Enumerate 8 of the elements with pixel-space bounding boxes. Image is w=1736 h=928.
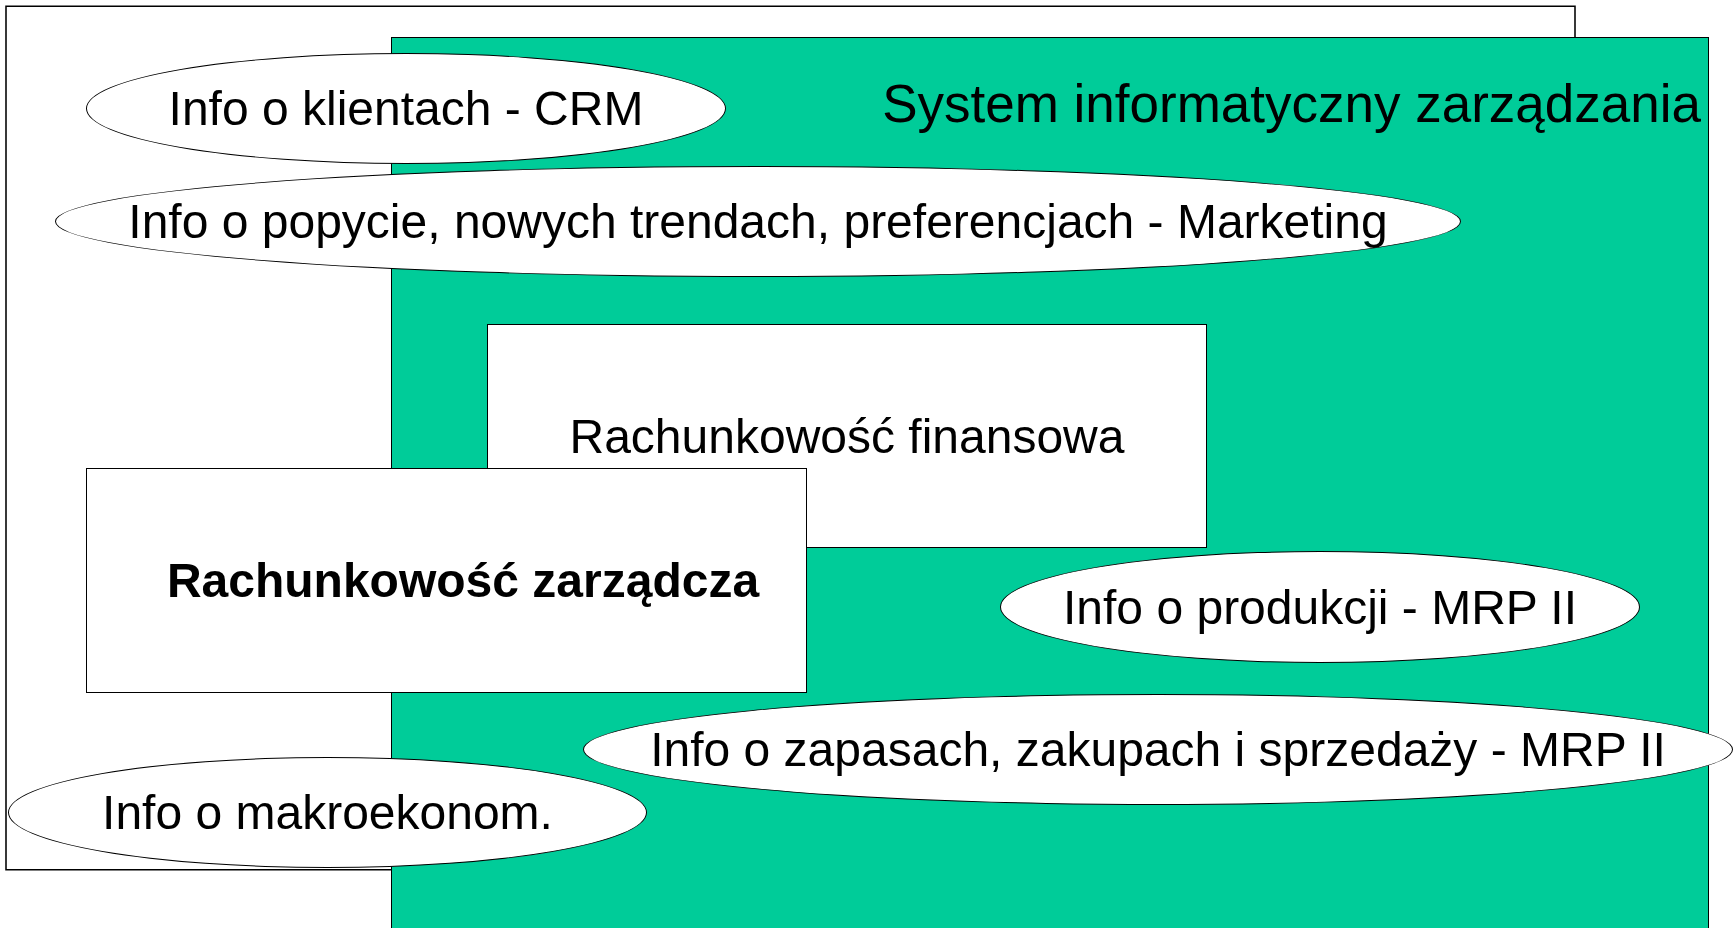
- node-label: Info o produkcji - MRP II: [1063, 579, 1577, 635]
- node-label: Info o popycie, nowych trendach, preferencjach - Marketing: [128, 194, 1388, 249]
- node-label: Info o zapasach, zakupach i sprzedaży - MRP II: [650, 722, 1666, 777]
- node-label: Info o klientach - CRM: [168, 81, 644, 136]
- node-label: Rachunkowość zarządcza: [166, 553, 760, 608]
- node-label: Info o makroekonom.: [102, 785, 553, 840]
- node-label: Rachunkowość finansowa: [569, 408, 1125, 464]
- panel-title: System informatyczny zarządzania: [882, 73, 1701, 134]
